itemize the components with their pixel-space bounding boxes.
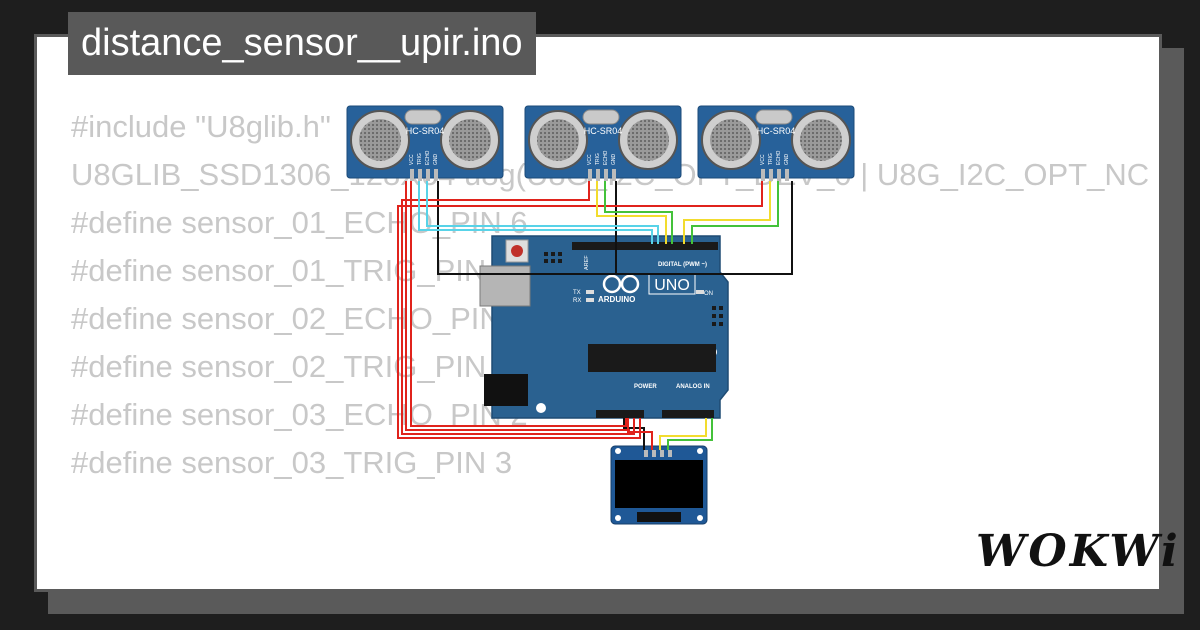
pin-label: GND xyxy=(433,154,439,166)
sensor-label: HC-SR04 xyxy=(406,126,445,136)
tx-label: TX xyxy=(573,290,581,296)
sensor-label: HC-SR04 xyxy=(584,126,623,136)
wire-scl-oled xyxy=(659,418,707,450)
arduino-logo-icon xyxy=(602,274,640,294)
wire-trig-sensor-1 xyxy=(418,181,653,244)
code-line: #include "U8glib.h" xyxy=(71,109,331,144)
wire-trig-sensor-2 xyxy=(596,181,667,244)
on-label: ON xyxy=(704,291,713,297)
aref-label: AREF xyxy=(584,255,590,270)
ultrasonic-sensor-1[interactable]: HC-SR04 VCC TRIG ECHO GND xyxy=(346,105,504,181)
brand-label: ARDUINO xyxy=(598,295,635,304)
wires xyxy=(397,181,793,450)
pin-label: VCC xyxy=(587,154,593,165)
wire-vcc-bus-a xyxy=(405,181,630,431)
ultrasonic-sensor-3[interactable]: HC-SR04 VCC TRIG ECHO GND xyxy=(697,105,855,181)
wire-vcc-oled xyxy=(627,418,653,450)
rx-label: RX xyxy=(573,298,581,304)
pin-label: TRIG xyxy=(768,153,774,165)
wire-vcc-sensor-1 xyxy=(410,181,627,427)
pin-label: GND xyxy=(784,154,790,166)
analog-label: ANALOG IN xyxy=(676,384,710,390)
code-line: #define sensor_01_ECHO_PIN 6 xyxy=(71,205,528,240)
ultrasonic-sensor-2[interactable]: HC-SR04 VCC TRIG ECHO GND xyxy=(524,105,682,181)
pin-label: ECHO xyxy=(776,150,782,165)
wire-sda-oled xyxy=(667,418,713,450)
pin-label: VCC xyxy=(409,154,415,165)
pin-label: VCC xyxy=(760,154,766,165)
wire-vcc-sensor-3 xyxy=(397,181,763,439)
pin-label: GND xyxy=(611,154,617,166)
pin-label: ECHO xyxy=(603,150,609,165)
wire-echo-sensor-3 xyxy=(691,181,779,244)
project-title: distance_sensor__upir.ino xyxy=(68,12,536,75)
wire-trig-sensor-3 xyxy=(683,181,771,244)
oled-display[interactable] xyxy=(610,445,708,525)
power-label: POWER xyxy=(634,384,657,390)
wokwi-logo: WOKWi xyxy=(976,526,1181,577)
sensor-label: HC-SR04 xyxy=(757,126,796,136)
digital-label: DIGITAL (PWM ~) xyxy=(658,262,707,268)
pin-label: TRIG xyxy=(417,153,423,165)
code-line: #define sensor_03_TRIG_PIN 3 xyxy=(71,445,513,480)
pin-label: TRIG xyxy=(595,153,601,165)
pin-label: ECHO xyxy=(425,150,431,165)
board-name: UNO xyxy=(654,277,690,294)
wire-echo-sensor-1 xyxy=(426,181,659,244)
wire-echo-sensor-2 xyxy=(604,181,673,244)
arduino-uno-board[interactable]: AREF DIGITAL (PWM ~) TX RX ARDUINO UNO O… xyxy=(479,235,729,419)
code-line: #define sensor_02_TRIG_PIN 5 xyxy=(71,349,513,384)
